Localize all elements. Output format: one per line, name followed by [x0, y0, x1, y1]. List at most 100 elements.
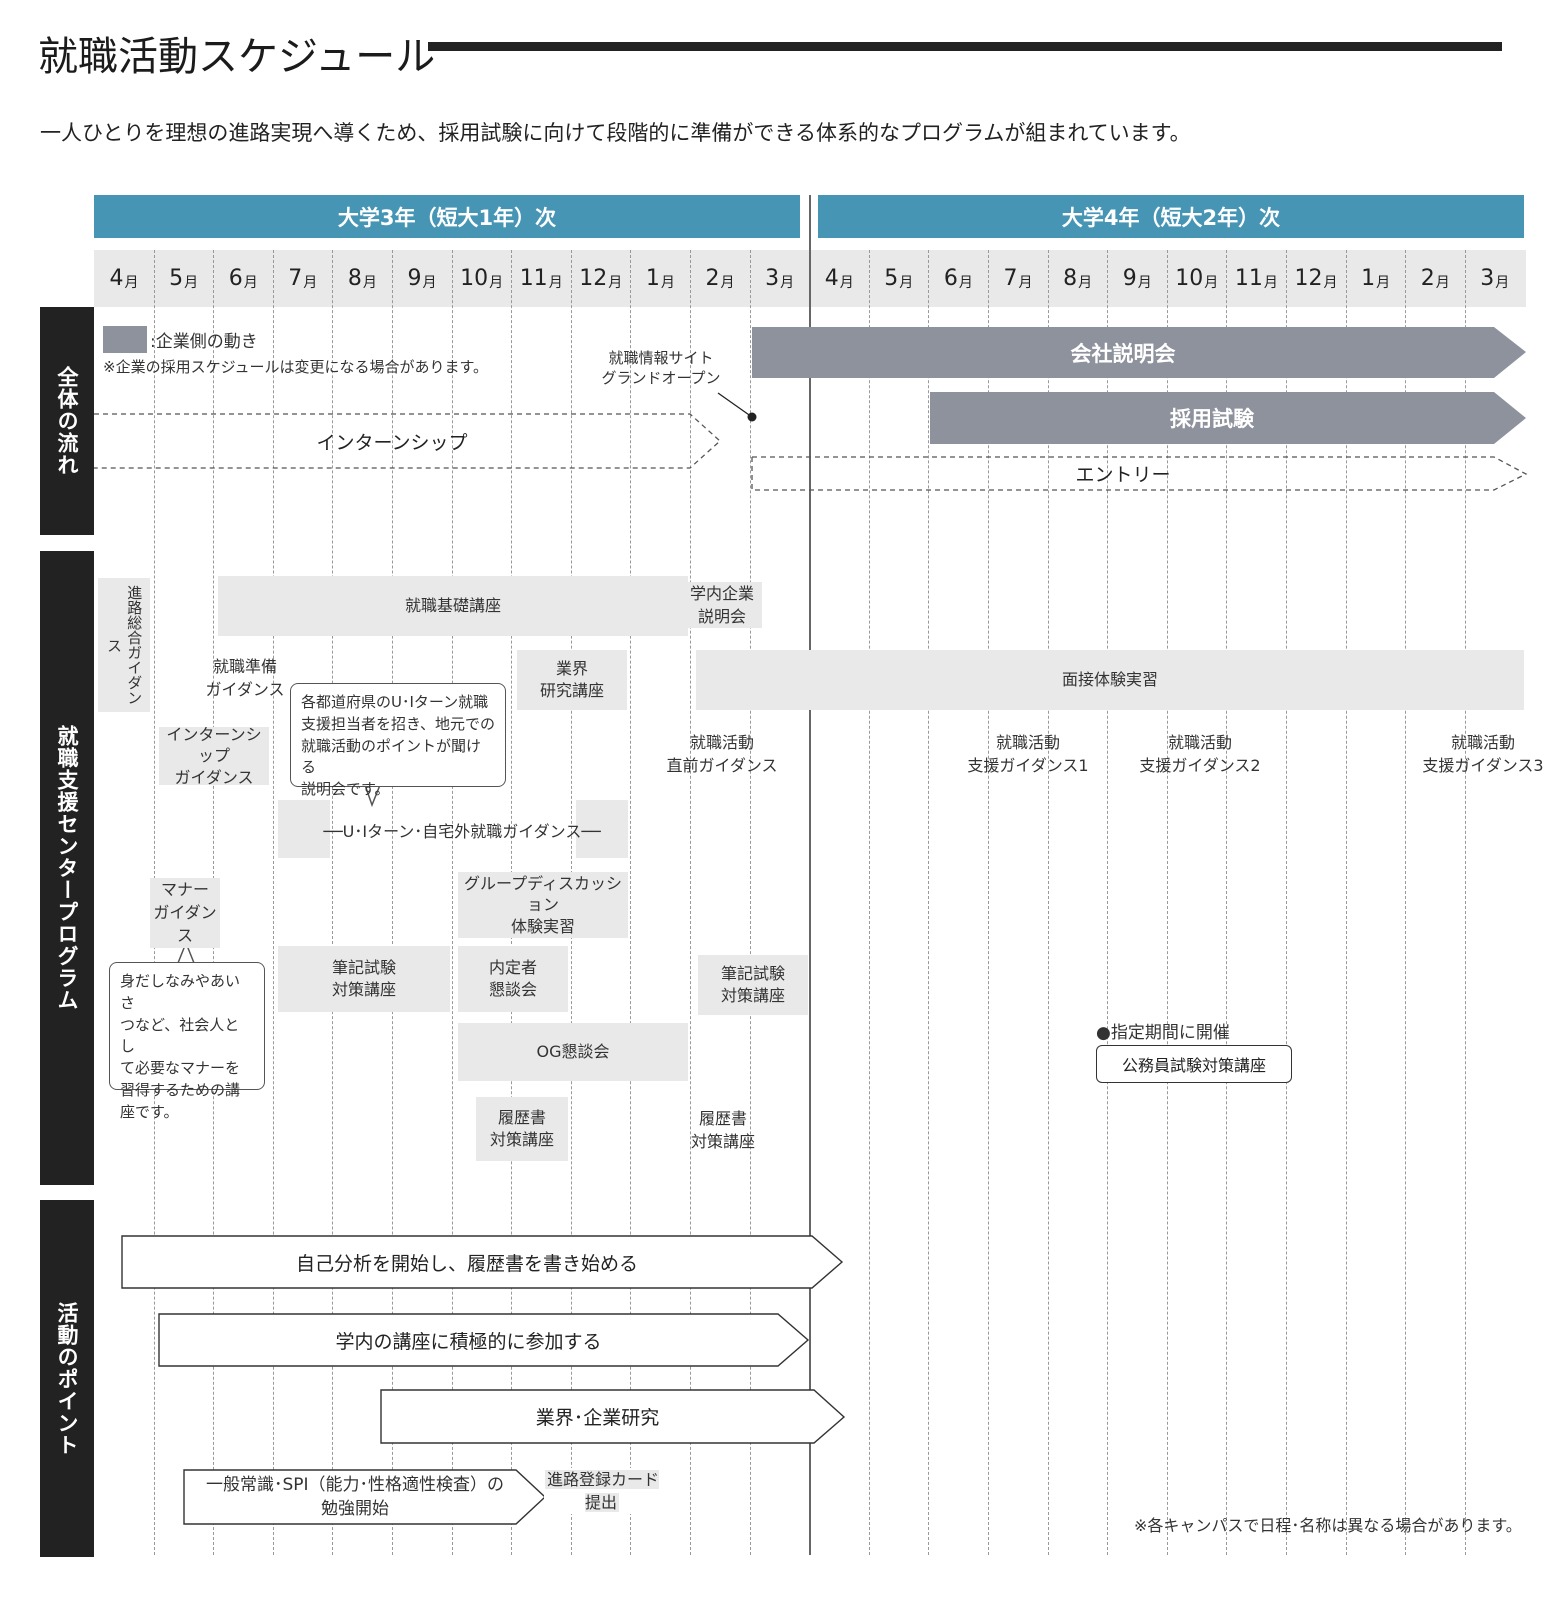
month-gridline [690, 250, 691, 1555]
month-number: 6 [228, 266, 243, 291]
month-number: 1 [1361, 266, 1376, 291]
month-gridline [272, 250, 274, 1555]
just-before-guidance: 就職活動 直前ガイダンス [666, 733, 778, 776]
industry-research-label: 業界･企業研究 [535, 1407, 660, 1429]
section-overall: 全体の流れ [40, 307, 94, 535]
designated-period-note: ●指定期間に開催 [1096, 1023, 1230, 1043]
company-info-arrow-shape [752, 327, 1526, 378]
month-number: 8 [347, 266, 362, 291]
month-gridline [928, 250, 930, 1555]
basic-course-box: 就職基礎講座 [218, 576, 688, 636]
month-number: 9 [1122, 266, 1137, 291]
career-guidance-box: 進路総合ガイダンス [98, 578, 150, 712]
month-number: 11 [1234, 266, 1263, 291]
title-rule [428, 42, 1502, 51]
recruit-exam-label: 採用試験 [1170, 407, 1254, 431]
month-number: 6 [943, 266, 958, 291]
month-unit: 月 [720, 274, 735, 291]
written-exam-course-2: 筆記試験 対策講座 [698, 955, 808, 1015]
month-gridline [392, 250, 393, 1555]
recruit-exam-arrow-shape [930, 392, 1526, 444]
month-unit: 月 [839, 274, 854, 291]
month-gridline [1345, 250, 1347, 1555]
month-unit: 月 [1078, 274, 1093, 291]
footnote: ※各キャンパスで日程･名称は異なる場合があります。 [1134, 1516, 1522, 1535]
month-unit: 月 [899, 274, 914, 291]
month-unit: 月 [1495, 274, 1510, 291]
month-unit: 月 [1263, 274, 1278, 291]
month-gridline [1107, 250, 1109, 1555]
month-unit: 月 [548, 274, 563, 291]
month-number: 7 [288, 266, 303, 291]
resume-course-1: 履歴書 対策講座 [476, 1097, 568, 1161]
year-bar-3rd: 大学3年（短大1年）次 [94, 195, 800, 238]
intern-guidance-box: インターンシップ ガイダンス [159, 725, 269, 787]
month-unit: 月 [489, 274, 504, 291]
month-unit: 月 [303, 274, 318, 291]
join-courses-label: 学内の講座に積極的に参加する [335, 1330, 602, 1353]
naitei-meeting-box: 内定者 懇談会 [458, 946, 568, 1012]
month-number: 1 [645, 266, 660, 291]
month-number: 3 [765, 266, 780, 291]
site-open-label: 就職情報サイト グランドオープン [601, 349, 721, 388]
month-number: 12 [1294, 266, 1323, 291]
entry-arrow-shape [751, 456, 1528, 491]
month-number: 10 [1175, 266, 1204, 291]
month-unit: 月 [184, 274, 199, 291]
month-number: 3 [1480, 266, 1495, 291]
month-unit: 月 [243, 274, 258, 291]
page-title: 就職活動スケジュール [38, 34, 436, 80]
civil-service-course: 公務員試験対策講座 [1096, 1045, 1292, 1083]
month-unit: 月 [1137, 274, 1152, 291]
ui-guidance-start-block [278, 800, 330, 858]
month-unit: 月 [958, 274, 973, 291]
month-number: 5 [169, 266, 184, 291]
month-number: 8 [1063, 266, 1078, 291]
entry-label: エントリー [1075, 464, 1171, 486]
support-guidance-1: 就職活動 支援ガイダンス1 [967, 733, 1089, 776]
month-number: 2 [705, 266, 720, 291]
month-gridline [1286, 250, 1287, 1555]
year-bar-4th: 大学4年（短大2年）次 [818, 195, 1524, 238]
resume-course-2: 履歴書 対策講座 [690, 1109, 755, 1152]
month-gridline [988, 250, 989, 1555]
section-activity-points: 活動のポイント [40, 1200, 94, 1557]
ui-turn-callout: 各都道府県のU･Iターン就職 支援担当者を招き、地元での 就職活動のポイントが聞… [290, 683, 506, 798]
month-gridline [1464, 250, 1466, 1555]
month-unit: 月 [780, 274, 795, 291]
month-number: 4 [824, 266, 839, 291]
month-number: 11 [519, 266, 548, 291]
career-card-label: 進路登録カード 提出 [544, 1468, 660, 1515]
legend-note: ※企業の採用スケジュールは変更になる場合があります。 [103, 358, 489, 376]
industry-research-arrow-shape [380, 1389, 846, 1444]
month-number: 10 [460, 266, 489, 291]
month-number: 4 [109, 266, 124, 291]
month-number: 12 [579, 266, 608, 291]
legend-swatch [103, 326, 147, 353]
month-unit: 月 [1435, 274, 1450, 291]
month-gridline [1047, 250, 1049, 1555]
month-number: 5 [884, 266, 899, 291]
month-gridline [868, 250, 870, 1555]
month-gridline [332, 250, 334, 1555]
month-unit: 月 [1323, 274, 1338, 291]
month-unit: 月 [1204, 274, 1219, 291]
month-gridline [451, 250, 453, 1555]
month-gridline [1226, 250, 1228, 1555]
internship-label: インターンシップ [316, 431, 468, 454]
month-gridline [749, 250, 751, 1555]
self-analysis-label: 自己分析を開始し、履歴書を書き始める [295, 1252, 638, 1275]
page-subtitle: 一人ひとりを理想の進路実現へ導くため、採用試験に向けて段階的に準備ができる体系的… [40, 121, 1191, 145]
